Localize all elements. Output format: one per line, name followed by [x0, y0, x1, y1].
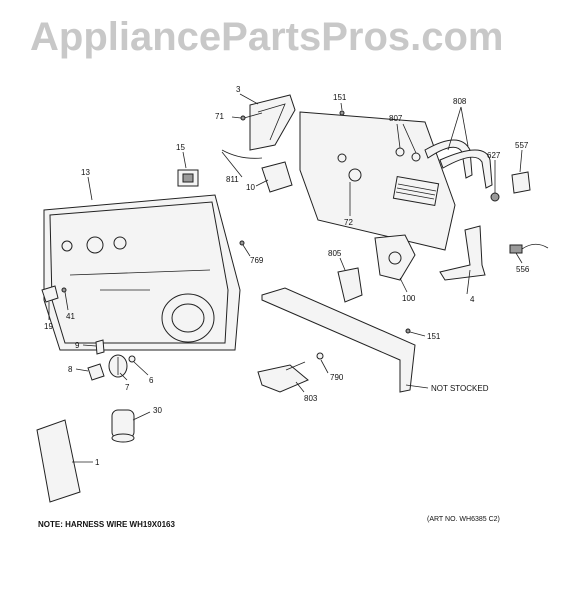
art-number: (ART NO. WH6385 C2) — [427, 516, 500, 523]
callout-805: 805 — [328, 249, 342, 258]
callout-627: 627 — [487, 151, 501, 160]
callout-556: 556 — [516, 265, 530, 274]
callout-1: 1 — [95, 458, 100, 467]
plug-627-part — [490, 192, 500, 202]
callout-72: 72 — [344, 218, 353, 227]
leader-lines — [48, 93, 523, 463]
hose-808-part — [424, 139, 493, 189]
callout-803: 803 — [304, 394, 318, 403]
bracket-4-part — [439, 225, 486, 281]
callout-811: 811 — [226, 175, 239, 184]
screw-769-part — [239, 240, 245, 246]
clip-790-part — [316, 352, 324, 360]
wire-811-part — [221, 149, 263, 159]
callout-7: 7 — [125, 383, 130, 392]
callout-100: 100 — [402, 294, 416, 303]
harness-note: NOTE: HARNESS WIRE WH19X0163 — [38, 520, 175, 529]
callout-557: 557 — [515, 141, 529, 150]
backsplash-72-part — [299, 111, 456, 251]
knob-8-part — [87, 363, 105, 381]
callout-10: 10 — [246, 183, 255, 192]
callout-71: 71 — [215, 112, 224, 121]
clip-6-part — [128, 355, 136, 363]
support-bar-part — [261, 287, 416, 393]
callout-807: 807 — [389, 114, 403, 123]
switch-10-part — [261, 161, 293, 193]
callout-labels: 3 71 151 807 808 15 811 10 72 627 557 13… — [44, 85, 530, 467]
grommet-807-part — [395, 147, 405, 157]
callout-9: 9 — [75, 341, 80, 350]
callout-3: 3 — [236, 85, 241, 94]
callout-151-top: 151 — [333, 93, 347, 102]
callout-41: 41 — [66, 312, 75, 321]
capacitor-30-part — [111, 409, 135, 443]
actuator-803-part — [257, 364, 309, 393]
callout-13: 13 — [81, 168, 90, 177]
callout-790: 790 — [330, 373, 344, 382]
callout-19: 19 — [44, 322, 53, 331]
valve-557-part — [511, 171, 531, 194]
callout-6: 6 — [149, 376, 154, 385]
literature-1-part — [36, 419, 81, 503]
callout-4: 4 — [470, 295, 475, 304]
clip-41-part — [61, 287, 67, 293]
callout-769: 769 — [250, 256, 264, 265]
knob-19-part — [41, 285, 59, 303]
callout-808: 808 — [453, 97, 467, 106]
watermark-text: AppliancePartsPros.com — [30, 15, 504, 59]
callout-15: 15 — [176, 143, 185, 152]
screw-151-part — [339, 110, 345, 116]
callout-30: 30 — [153, 406, 162, 415]
control-panel-part — [43, 194, 241, 351]
not-stocked-label: NOT STOCKED — [431, 384, 489, 393]
harness-556-part — [509, 243, 549, 254]
bracket-3-part — [249, 94, 296, 151]
switch-805-part — [337, 267, 363, 303]
callout-151-right: 151 — [427, 332, 441, 341]
callout-8: 8 — [68, 365, 73, 374]
spring-9-part — [95, 339, 105, 355]
